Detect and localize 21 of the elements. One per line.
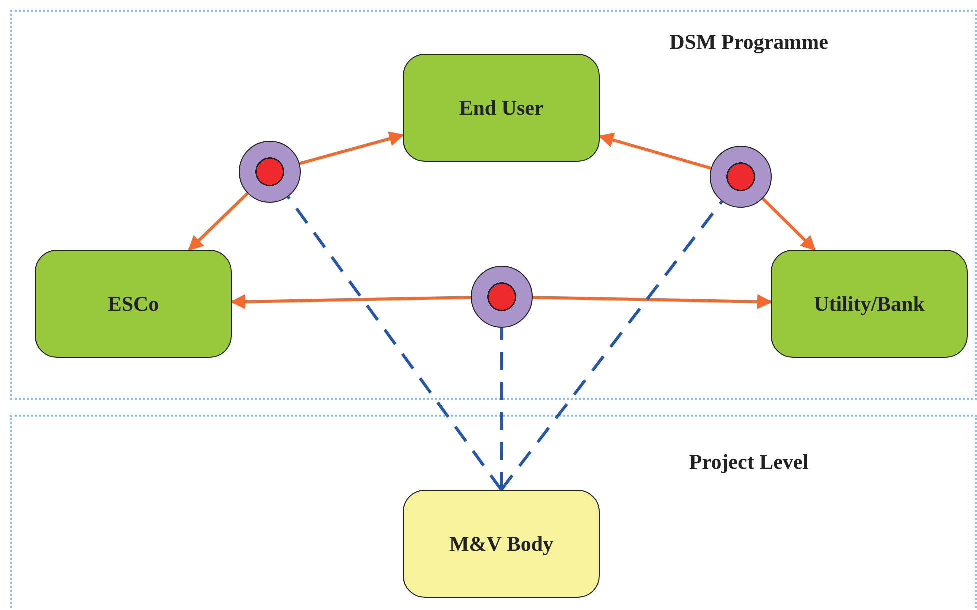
box-label: ESCo [106, 292, 160, 316]
rounded-box [403, 490, 600, 598]
arrow [230, 294, 472, 310]
rounded-box [35, 250, 232, 358]
dashed-line [500, 328, 504, 490]
dashed-line [287, 196, 503, 491]
arrow [299, 132, 404, 166]
box-label: M&V Body [448, 532, 555, 556]
arrow [762, 198, 816, 252]
dotted-region [10, 10, 977, 400]
box-label: Utility/Bank [813, 292, 926, 316]
dotted-region [10, 415, 977, 610]
box-label: End User [458, 96, 545, 120]
region-heading: Project Level [688, 450, 810, 476]
dashed-line [500, 200, 724, 491]
arrow [598, 132, 712, 170]
region-heading: DSM Programme [669, 30, 829, 56]
arrow [188, 192, 249, 252]
arrow [532, 294, 772, 310]
rounded-box [403, 54, 600, 162]
rounded-box [771, 250, 968, 358]
